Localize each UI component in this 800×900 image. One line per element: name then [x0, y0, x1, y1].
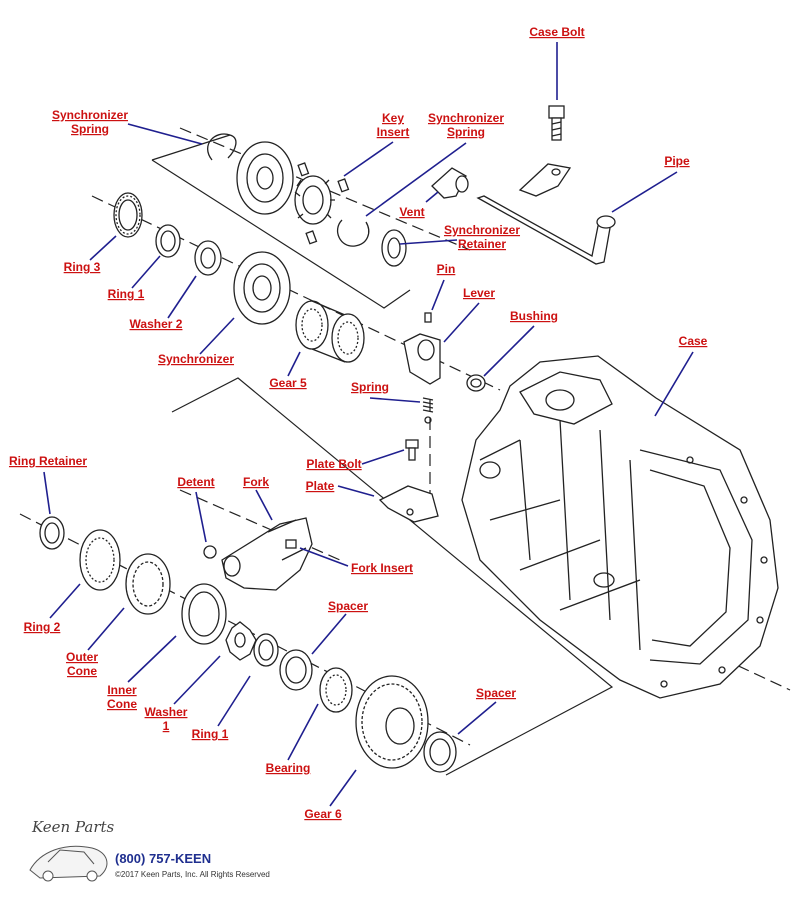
fork-part: [221, 517, 313, 591]
ring-retainer-part: [39, 516, 65, 550]
plate-part: [378, 485, 439, 523]
case-bolt-part: [548, 105, 565, 119]
part-labels: Case Bolt Synchronizer Spring Key Insert…: [9, 25, 708, 821]
label-bushing[interactable]: Bushing: [510, 309, 558, 323]
label-synchronizer-spring-right-line2[interactable]: Spring: [447, 125, 485, 139]
label-spring[interactable]: Spring: [351, 380, 389, 394]
spring-part: [422, 397, 434, 413]
synchronizer-retainer-part: [381, 229, 407, 267]
synchronizer-spring-top-left-part: [206, 133, 237, 161]
ring-3-part: [113, 192, 143, 238]
ring-1-bottom-part: [253, 633, 279, 667]
label-washer-2[interactable]: Washer 2: [130, 317, 183, 331]
copyright-text: ©2017 Keen Parts, Inc. All Rights Reserv…: [115, 870, 270, 879]
logo-text: Keen Parts: [31, 818, 115, 836]
gear-5-part: [295, 300, 329, 350]
label-key-insert-line2[interactable]: Insert: [377, 125, 410, 139]
spacer-top-part: [279, 649, 313, 691]
label-ring-2[interactable]: Ring 2: [24, 620, 61, 634]
label-synchronizer-spring-right-line1[interactable]: Synchronizer: [428, 111, 504, 125]
washer-2-part: [194, 240, 222, 276]
label-ring-1-top[interactable]: Ring 1: [108, 287, 145, 301]
fork-insert-part: [285, 539, 297, 549]
ring-1-top-part: [155, 224, 181, 258]
bottom-assembly-parts: [39, 516, 457, 773]
label-fork-insert[interactable]: Fork Insert: [351, 561, 413, 575]
label-synchronizer-spring-left-line1[interactable]: Synchronizer: [52, 108, 128, 122]
footer: Keen Parts (800) 757-KEEN ©2017 Keen Par…: [29, 818, 270, 882]
label-outer-cone-line2[interactable]: Cone: [67, 664, 97, 678]
label-pipe[interactable]: Pipe: [664, 154, 690, 168]
keen-parts-logo: Keen Parts: [29, 818, 115, 882]
label-outer-cone-line1[interactable]: Outer: [66, 650, 98, 664]
label-plate[interactable]: Plate: [306, 479, 335, 493]
bushing-part: [466, 374, 486, 392]
label-ring-3[interactable]: Ring 3: [64, 260, 101, 274]
middle-assembly-parts: [113, 192, 486, 523]
synchronizer-part: [233, 251, 291, 325]
label-synchronizer-spring-left-line2[interactable]: Spring: [71, 122, 109, 136]
label-gear-5[interactable]: Gear 5: [269, 376, 307, 390]
label-key-insert-line1[interactable]: Key: [382, 111, 404, 125]
gear-6-part: [355, 675, 429, 769]
transmission-case: [461, 355, 779, 699]
label-gear-6[interactable]: Gear 6: [304, 807, 342, 821]
label-case-bolt[interactable]: Case Bolt: [529, 25, 584, 39]
plate-bolt-part: [405, 439, 419, 449]
label-vent[interactable]: Vent: [399, 205, 424, 219]
label-spacer-top[interactable]: Spacer: [328, 599, 368, 613]
leader-lines: [43, 42, 694, 807]
label-synchronizer-retainer-line2[interactable]: Retainer: [458, 237, 506, 251]
label-synchronizer-retainer-line1[interactable]: Synchronizer: [444, 223, 520, 237]
detent-part: [203, 545, 217, 559]
label-pin[interactable]: Pin: [437, 262, 456, 276]
top-assembly-parts: [206, 105, 616, 267]
label-ring-retainer[interactable]: Ring Retainer: [9, 454, 87, 468]
label-washer-1-line2[interactable]: 1: [163, 719, 170, 733]
pin-part: [424, 312, 432, 323]
bearing-part: [319, 667, 353, 713]
spacer-bottom-part: [423, 731, 457, 773]
top-synchronizer-hub: [236, 141, 294, 215]
phone-number[interactable]: (800) 757-KEEN: [115, 851, 211, 866]
label-detent[interactable]: Detent: [177, 475, 214, 489]
label-washer-1-line1[interactable]: Washer: [145, 705, 188, 719]
synchronizer-spring-top-right-part: [337, 219, 370, 247]
washer-1-part: [225, 621, 257, 661]
label-inner-cone-line2[interactable]: Cone: [107, 697, 137, 711]
label-plate-bolt[interactable]: Plate Bolt: [306, 457, 361, 471]
label-fork[interactable]: Fork: [243, 475, 269, 489]
label-synchronizer[interactable]: Synchronizer: [158, 352, 234, 366]
label-lever[interactable]: Lever: [463, 286, 495, 300]
pipe-bracket: [518, 163, 572, 197]
label-inner-cone-line1[interactable]: Inner: [107, 683, 137, 697]
label-ring-1-bottom[interactable]: Ring 1: [192, 727, 229, 741]
label-case[interactable]: Case: [679, 334, 708, 348]
label-bearing[interactable]: Bearing: [266, 761, 311, 775]
label-spacer-bottom[interactable]: Spacer: [476, 686, 516, 700]
